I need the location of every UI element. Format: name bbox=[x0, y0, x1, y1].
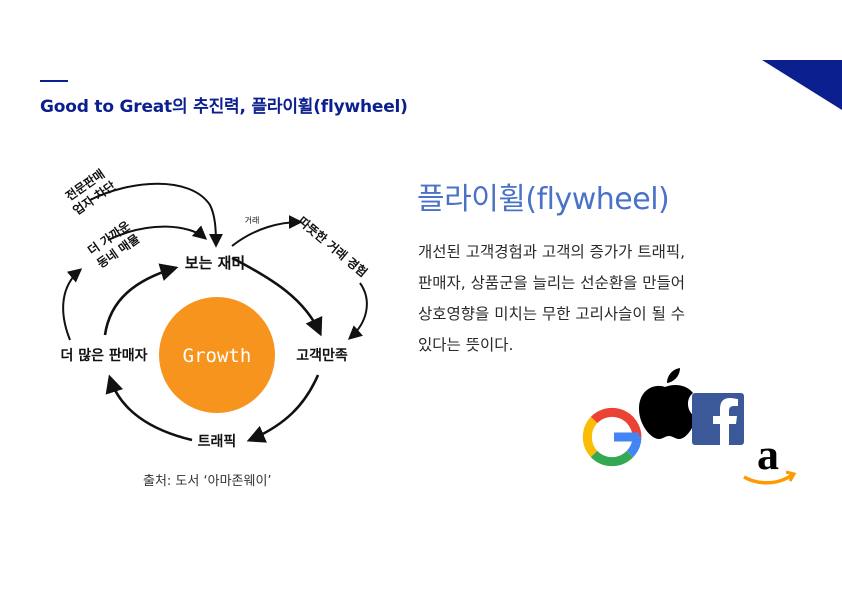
arrow-expert-to-top bbox=[89, 182, 223, 248]
source-caption: 출처: 도서 ‘아마존웨이’ bbox=[143, 474, 272, 489]
description-text: 개선된 고객경험과 고객의 증가가 트래픽, 판매자, 상품군을 늘리는 선순환… bbox=[418, 237, 763, 361]
amazon-logo-icon: a bbox=[743, 430, 797, 485]
description-line-4: 있다는 뜻이다. bbox=[418, 336, 514, 354]
arrow-closer-to-top bbox=[107, 225, 208, 241]
slide-title: Good to Great의 추진력, 플라이휠(flywheel) bbox=[40, 97, 408, 117]
brand-logos: a bbox=[582, 368, 797, 485]
facebook-logo-icon bbox=[692, 393, 744, 445]
arrow-left-to-top bbox=[103, 263, 179, 336]
arrow-left-to-closer bbox=[62, 268, 83, 341]
apple-logo-icon bbox=[639, 368, 696, 439]
node-customer-satisfaction: 고객만족 bbox=[296, 347, 348, 364]
node-traffic: 트래픽 bbox=[198, 433, 237, 450]
svg-text:a: a bbox=[757, 430, 779, 479]
arrow-right-to-bottom bbox=[246, 374, 320, 443]
node-fun-to-watch: 보는 재미 bbox=[185, 254, 245, 272]
description-line-3: 상호영향을 미치는 무한 고리사슬이 될 수 bbox=[418, 305, 686, 323]
description-line-2: 판매자, 상품군을 늘리는 선순환을 만들어 bbox=[418, 274, 686, 292]
arrow-bottom-to-left bbox=[105, 374, 193, 442]
arrow-top-to-warm bbox=[231, 215, 303, 247]
arrow-top-to-right bbox=[231, 256, 323, 337]
arrow-warm-to-right bbox=[347, 282, 368, 340]
node-more-sellers: 더 많은 판매자 bbox=[60, 347, 147, 364]
growth-label: Growth bbox=[183, 345, 252, 367]
label-warm-trade: 따뜻한 거래 경험 bbox=[295, 213, 370, 280]
description-line-1: 개선된 고객경험과 고객의 증가가 트래픽, bbox=[418, 243, 686, 261]
flywheel-heading: 플라이휠(flywheel) bbox=[417, 182, 670, 217]
label-trade-small: 거래 bbox=[245, 216, 260, 225]
title-accent-line bbox=[40, 80, 68, 82]
google-logo-icon bbox=[582, 407, 642, 467]
growth-circle bbox=[159, 297, 275, 413]
